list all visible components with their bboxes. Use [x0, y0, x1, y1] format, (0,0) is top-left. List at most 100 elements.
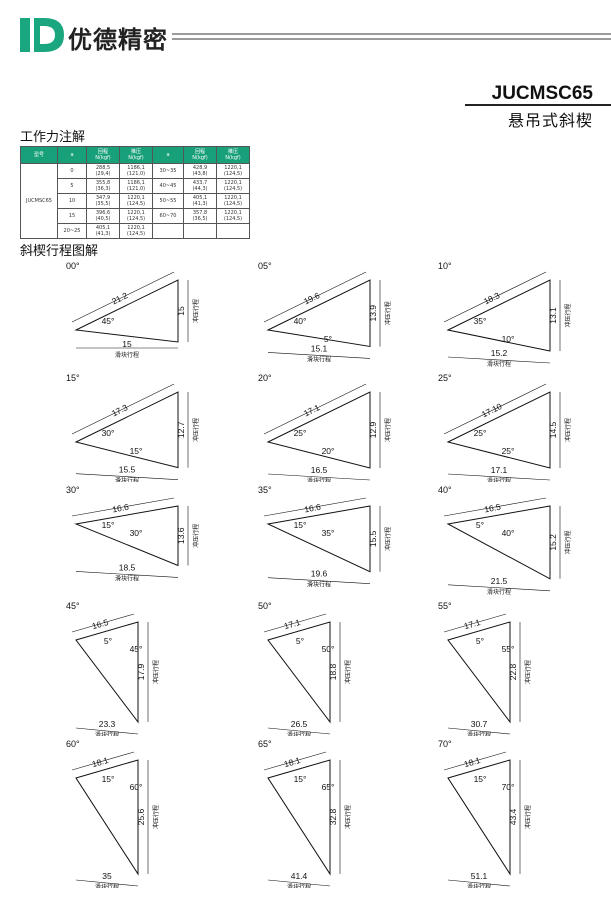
hypotenuse-dimension: 16.6: [303, 502, 321, 515]
dimension-line: [71, 271, 175, 323]
hypotenuse-dimension: 16.5: [91, 617, 110, 631]
dimension-line: [263, 271, 367, 323]
angle-annotation-1: 5°: [476, 636, 484, 646]
hypotenuse-dimension: 16.6: [111, 502, 129, 515]
table-cell: 1220,1(124,5): [216, 193, 250, 209]
press-stroke-label: 冲压行程: [564, 530, 572, 554]
angle-label: 50°: [258, 601, 272, 611]
slide-stroke-label: 滑块行程: [307, 477, 331, 482]
wedge-shape: [446, 505, 551, 580]
press-stroke-label: 冲压行程: [192, 524, 200, 548]
table-cell: [152, 223, 184, 239]
dimension-line: [447, 727, 511, 735]
hypotenuse-dimension: 16.5: [483, 502, 501, 515]
vertical-dimension: 15: [176, 306, 186, 316]
angle-label: 70°: [438, 739, 452, 749]
hypotenuse-dimension: 17.1: [283, 617, 302, 631]
brand-name: 优德精密: [68, 26, 168, 54]
table-cell: 347,9(35,5): [86, 193, 120, 209]
table-cell: 1186,1(121,0): [119, 178, 153, 194]
slide-stroke-label: 滑块行程: [95, 883, 119, 888]
angle-annotation-1: 25°: [474, 428, 487, 438]
table-cell: 5: [57, 178, 87, 194]
table-cell: 357,8(36,5): [183, 208, 217, 224]
dimension-line: [447, 879, 511, 887]
table-cell: 15: [57, 208, 87, 224]
angle-annotation-1: 15°: [294, 774, 307, 784]
angle-annotation-2: 5°: [324, 334, 332, 344]
hypotenuse-dimension: 21.2: [110, 290, 130, 306]
dimension-line: [71, 613, 135, 633]
table-cell: 50~55: [152, 193, 184, 209]
press-stroke-label: 冲压行程: [524, 805, 532, 829]
angle-annotation-2: 70°: [502, 782, 515, 792]
slide-stroke-label: 滑块行程: [115, 351, 139, 359]
base-dimension: 15.1: [311, 343, 328, 353]
vertical-dimension: 18.8: [328, 663, 338, 680]
press-stroke-label: 冲压行程: [152, 660, 160, 684]
press-stroke-label: 冲压行程: [192, 418, 200, 442]
table-cell: [183, 223, 217, 239]
dimension-line: [75, 473, 179, 480]
angle-annotation-1: 45°: [102, 316, 115, 326]
dimension-line: [447, 356, 551, 364]
company-logo: [20, 18, 64, 52]
table-cell: 405,1(41,3): [183, 193, 217, 209]
vertical-dimension: 43.4: [508, 808, 518, 825]
table-cell: 60~70: [152, 208, 184, 224]
wedge-shape: [74, 391, 179, 469]
slide-stroke-label: 滑块行程: [487, 360, 511, 368]
model-underline: [465, 104, 611, 106]
hypotenuse-dimension: 18.3: [482, 290, 502, 306]
table-cell: 405,1(41,3): [86, 223, 120, 239]
wedge-shape: [447, 759, 511, 876]
hypotenuse-dimension: 18.1: [463, 755, 482, 769]
press-stroke-label: 冲压行程: [564, 418, 572, 442]
dimension-line: [443, 271, 547, 323]
angle-label: 25°: [438, 373, 452, 383]
angle-annotation-2: 65°: [322, 782, 335, 792]
slide-stroke-label: 滑块行程: [95, 731, 119, 736]
dimension-line: [263, 383, 367, 435]
angle-annotation-1: 40°: [294, 316, 307, 326]
dimension-line: [267, 727, 331, 735]
table-cell: 0: [57, 163, 87, 179]
table-cell: 1220,1(124,5): [216, 208, 250, 224]
angle-annotation-1: 35°: [474, 316, 487, 326]
wedge-shape: [266, 505, 371, 573]
vertical-dimension: 15.5: [368, 530, 378, 547]
table-cell: 428,9(43,8): [183, 163, 217, 179]
header-rule: [172, 38, 611, 40]
vertical-dimension: 12.7: [176, 421, 186, 438]
wedge-shape: [75, 621, 139, 724]
press-stroke-label: 冲压行程: [344, 660, 352, 684]
angle-label: 30°: [66, 485, 80, 495]
table-cell: 355,8(36,3): [86, 178, 120, 194]
vertical-dimension: 13.1: [548, 307, 558, 324]
dimension-line: [447, 473, 551, 481]
force-section-title: 工作力注解: [20, 130, 86, 145]
angle-label: 55°: [438, 601, 452, 611]
travel-section-title: 斜楔行程图解: [20, 244, 99, 259]
base-dimension: 26.5: [291, 719, 308, 729]
press-stroke-label: 冲压行程: [384, 301, 392, 325]
base-dimension: 17.1: [491, 465, 508, 475]
angle-annotation-1: 15°: [474, 774, 487, 784]
base-dimension: 35: [102, 871, 112, 881]
base-dimension: 18.5: [119, 562, 136, 572]
product-model: JUCMSC65: [491, 83, 593, 104]
slide-stroke-label: 滑块行程: [467, 731, 491, 736]
angle-label: 40°: [438, 485, 452, 495]
angle-label: 65°: [258, 739, 272, 749]
dimension-line: [71, 751, 135, 771]
base-dimension: 51.1: [471, 871, 488, 881]
header-cell: 型号: [20, 146, 58, 164]
